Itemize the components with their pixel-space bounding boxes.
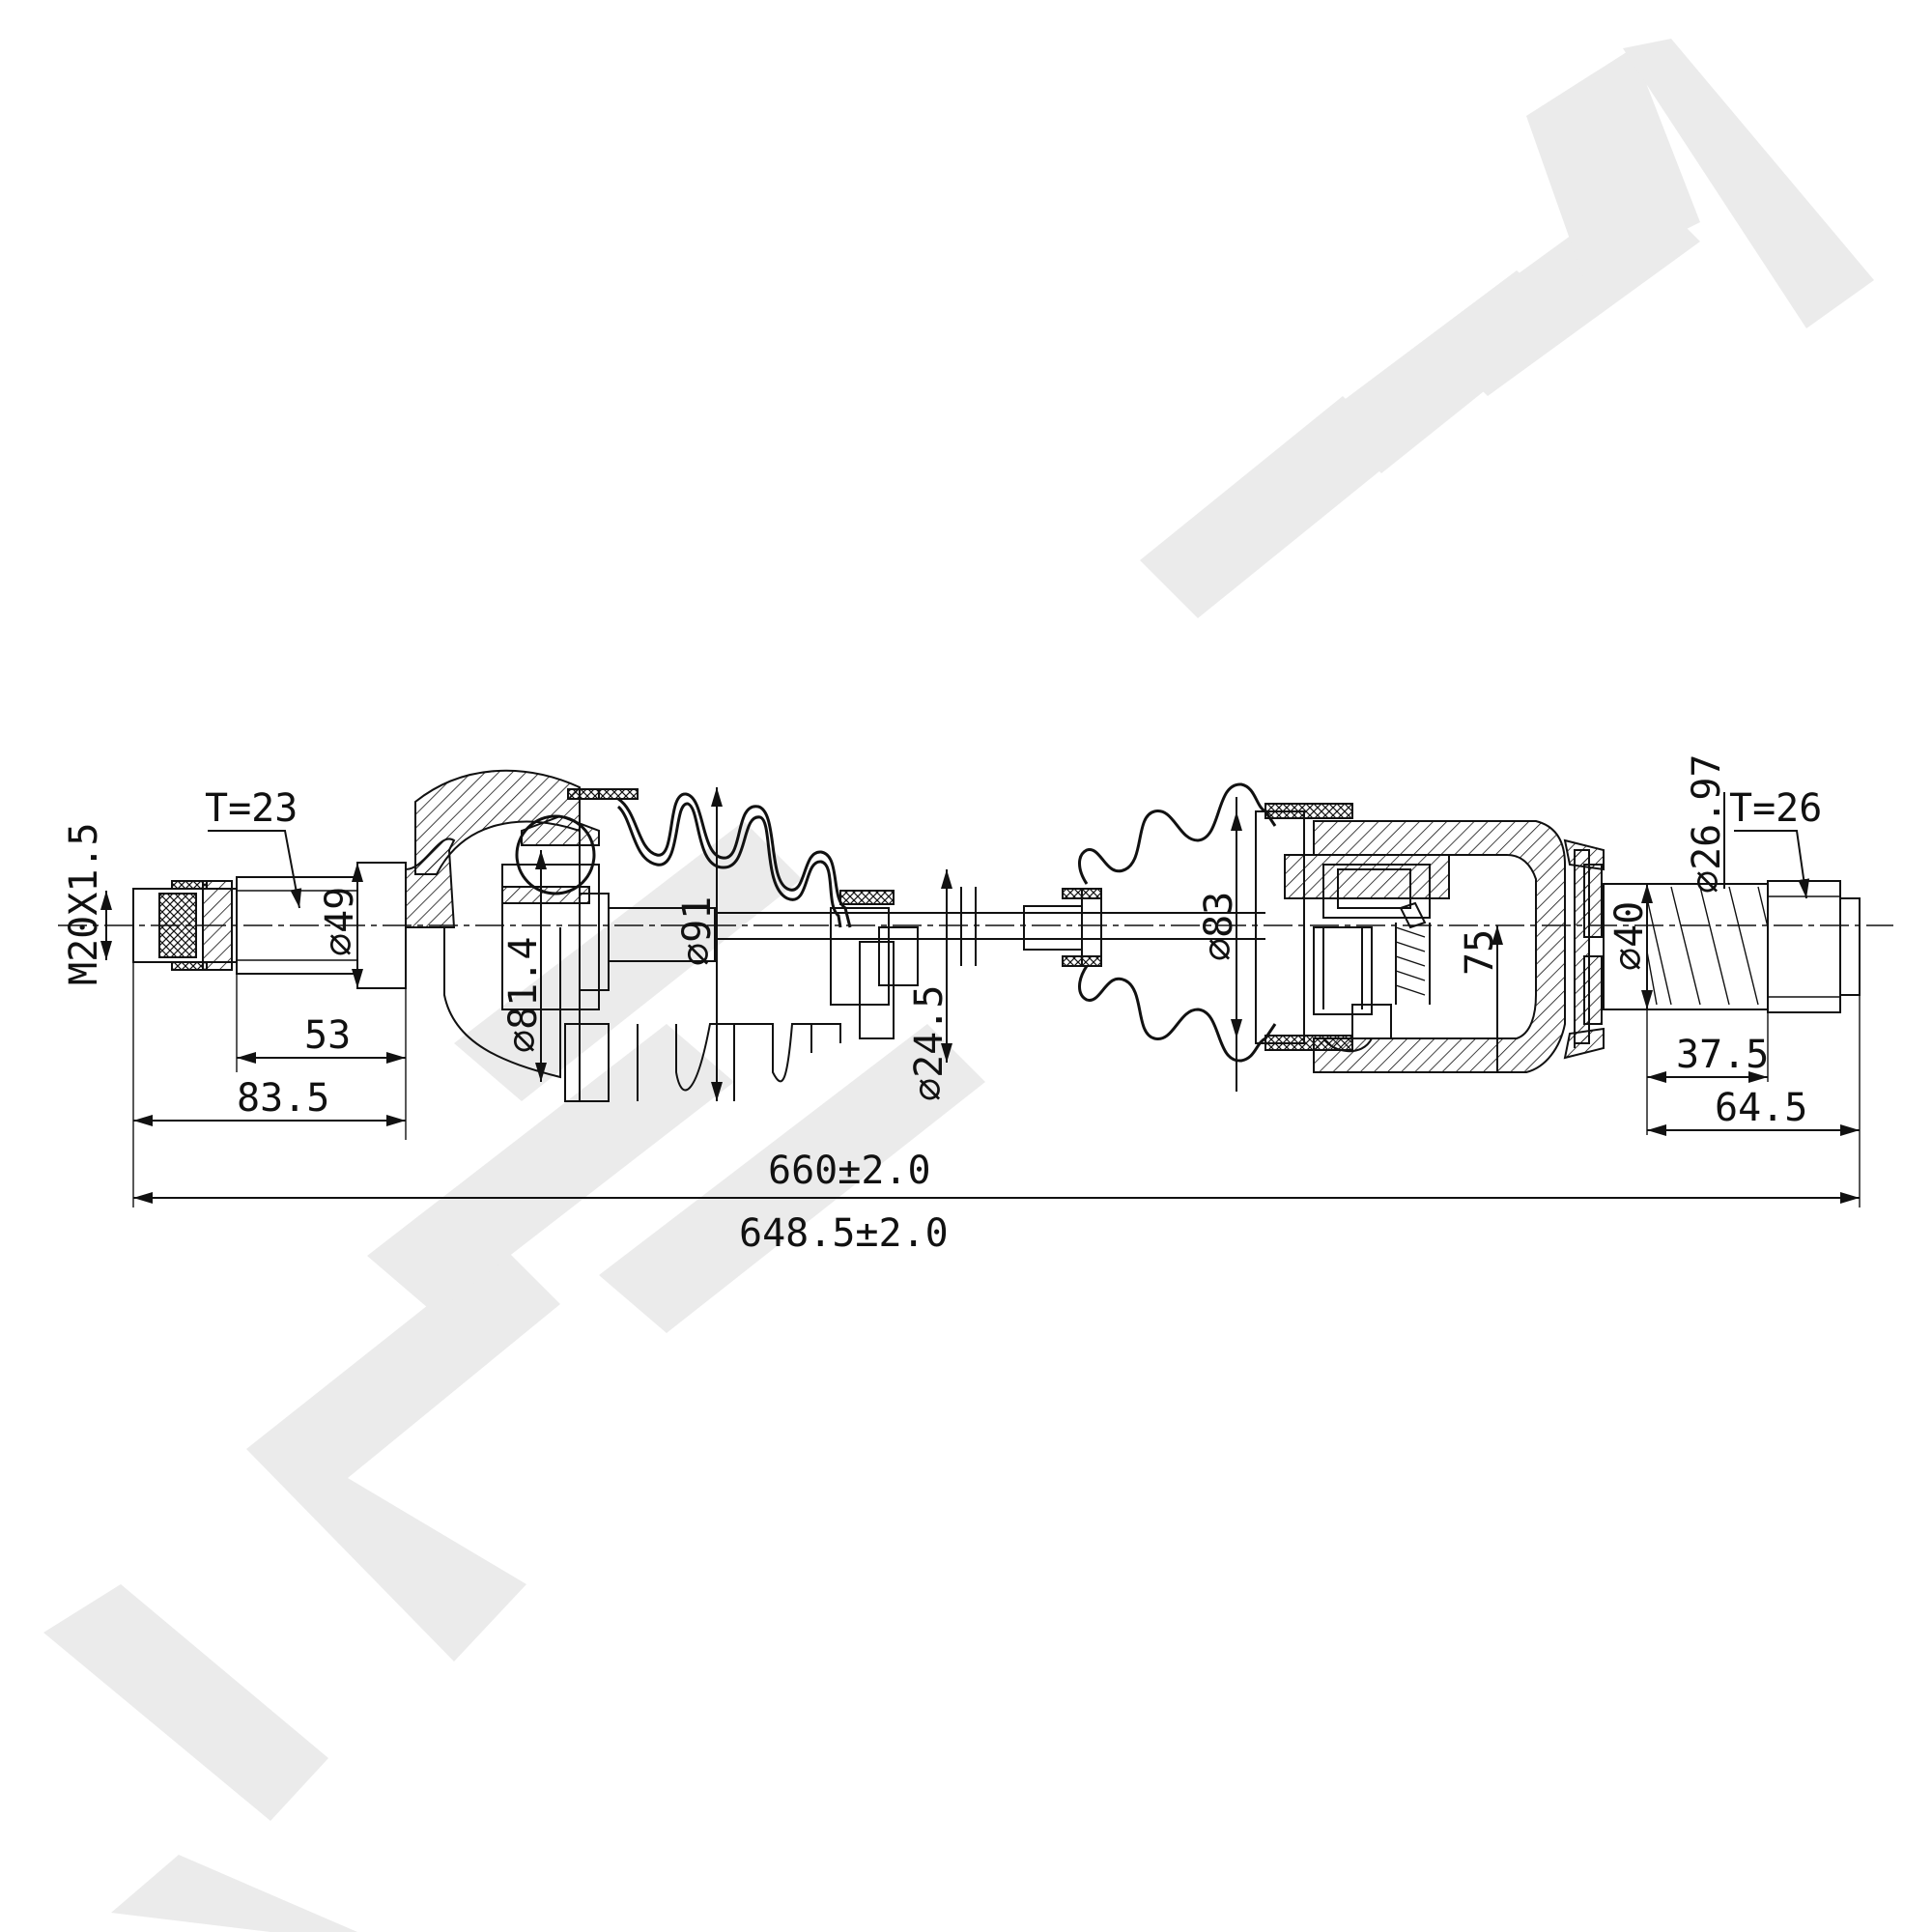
diameter-26-97-label: ⌀26.97 <box>1685 754 1729 895</box>
length-64-5-label: 64.5 <box>1715 1086 1807 1130</box>
right-teeth-label: T=26 <box>1729 786 1822 831</box>
dimension-lines <box>100 787 1861 1208</box>
total-length-648-5-label: 648.5±2.0 <box>739 1211 949 1256</box>
total-length-660-label: 660±2.0 <box>768 1149 931 1193</box>
intermediate-shaft <box>715 887 1265 966</box>
dimension-labels: M20X1.5 T=23 ⌀49 53 83.5 ⌀81.4 ⌀91 ⌀24.5… <box>62 754 1822 1257</box>
diameter-83-label: ⌀83 <box>1197 892 1241 961</box>
right-spline-stub <box>1646 880 1861 1013</box>
length-37-5-label: 37.5 <box>1676 1033 1769 1077</box>
dimension-75-label: 75 <box>1458 929 1502 976</box>
diameter-49-label: ⌀49 <box>318 887 362 956</box>
outer-cv-joint <box>405 769 919 1102</box>
diameter-40-label: ⌀40 <box>1607 901 1652 971</box>
length-83-5-label: 83.5 <box>237 1076 329 1121</box>
left-thread-stub <box>132 880 238 971</box>
diameter-91-label: ⌀91 <box>675 896 720 966</box>
length-53-label: 53 <box>304 1013 351 1058</box>
inner-tripod-joint <box>1062 782 1648 1092</box>
diameter-24-5-label: ⌀24.5 <box>907 985 952 1101</box>
diameter-81-4-label: ⌀81.4 <box>501 937 546 1053</box>
left-teeth-label: T=23 <box>205 786 298 831</box>
thread-label: M20X1.5 <box>62 822 106 985</box>
